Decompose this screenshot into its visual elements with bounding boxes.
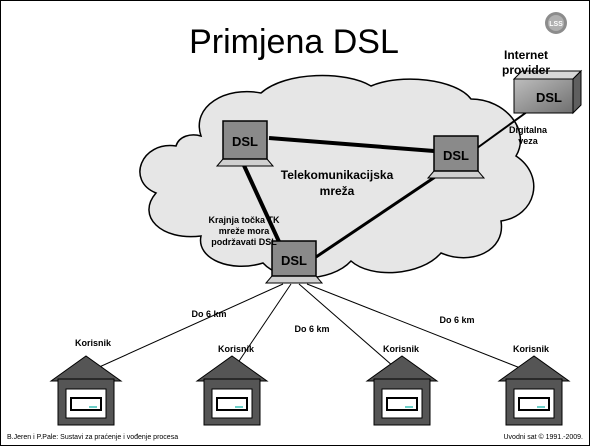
distance-label-3: Do 6 km	[439, 315, 474, 325]
digital-link-label-2: veza	[518, 136, 539, 146]
user-label-2: Korisnik	[218, 344, 255, 354]
digital-link	[472, 108, 532, 152]
internet-provider-box: DSL	[512, 69, 583, 115]
user-link-1	[85, 283, 284, 374]
footer-left: B.Jeren i P.Pale: Sustavi za praćenje i …	[7, 434, 178, 441]
svg-text:DSL: DSL	[443, 148, 469, 163]
dsl-node-left: DSL	[215, 120, 275, 167]
user-link-2	[230, 283, 292, 374]
dsl-node-endpoint: DSL	[264, 240, 324, 284]
endpoint-note-1: Krajnja točka TK	[208, 215, 280, 225]
user-label-1: Korisnik	[75, 338, 112, 348]
endpoint-note-3: podržavati DSL	[211, 237, 277, 247]
svg-text:LSS: LSS	[549, 21, 563, 28]
lss-logo: LSS	[545, 12, 567, 34]
link-dsl-right-bottom	[315, 171, 442, 259]
link-dsl-left-bottom	[239, 158, 283, 247]
endpoint-note-2: mreže mora	[219, 226, 271, 236]
footer-right: Uvodni sat © 1991.-2009.	[504, 433, 584, 441]
svg-text:DSL: DSL	[536, 90, 562, 105]
user-house-2	[195, 355, 269, 426]
user-link-4	[306, 283, 534, 374]
digital-link-label-1: Digitalna	[509, 125, 548, 135]
cloud-label-1: Telekomunikacijska	[281, 168, 394, 182]
svg-text:DSL: DSL	[281, 253, 307, 268]
user-house-1	[49, 355, 123, 426]
user-link-3	[298, 283, 402, 374]
svg-text:DSL: DSL	[232, 134, 258, 149]
internet-provider-label-1: Internet	[504, 48, 548, 62]
internet-provider-label-2: provider	[502, 63, 550, 77]
distance-label-1: Do 6 km	[191, 309, 226, 319]
user-label-3: Korisnik	[383, 344, 420, 354]
user-house-4	[497, 355, 571, 426]
cloud-label-2: mreža	[320, 184, 355, 198]
user-label-4: Korisnik	[513, 344, 550, 354]
dsl-node-right: DSL	[426, 135, 486, 179]
user-house-3	[365, 355, 439, 426]
distance-label-2: Do 6 km	[294, 324, 329, 334]
link-dsl-left-right	[268, 136, 435, 153]
slide-title: Primjena DSL	[189, 23, 399, 61]
